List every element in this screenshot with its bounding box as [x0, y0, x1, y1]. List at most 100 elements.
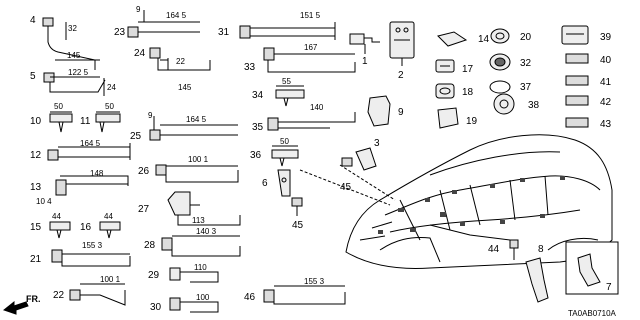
part-39-relay-box: [561, 25, 589, 45]
front-direction-arrow: [2, 300, 29, 315]
part-20-grommet: [490, 28, 510, 44]
callout-38: 38: [528, 100, 540, 111]
harness-connectors: [378, 176, 565, 234]
callout-41: 41: [600, 77, 612, 88]
dim-50b: 50: [105, 102, 114, 111]
part-7-inset-box: [565, 241, 619, 295]
part-46-bracket: [263, 285, 346, 305]
part-13-bracket: [55, 175, 129, 196]
part-16-clip: [99, 221, 121, 239]
part-45-bolt-upper: [341, 157, 353, 167]
dim-100-1b: 100 1: [188, 155, 209, 164]
part-18-grommet: [435, 83, 455, 99]
dim-155-3b: 155 3: [304, 277, 325, 286]
callout-24: 24: [134, 48, 146, 59]
dim-100-1a: 100 1: [100, 275, 121, 284]
callout-43: 43: [600, 119, 612, 130]
dim-50a: 50: [54, 102, 63, 111]
callout-26: 26: [138, 166, 150, 177]
callout-34: 34: [252, 90, 264, 101]
part-19-grommet: [437, 107, 459, 129]
dim-164-5c: 164 5: [186, 115, 207, 124]
callout-16: 16: [80, 222, 92, 233]
callout-7: 7: [606, 282, 612, 293]
callout-40: 40: [600, 55, 612, 66]
dim-50c: 50: [280, 137, 289, 146]
part-12-clip: [47, 143, 131, 161]
catalog-code: TA0AB0710A: [568, 309, 617, 318]
part-4-bracket: [42, 17, 100, 70]
callout-42: 42: [600, 97, 612, 108]
dim-32: 32: [68, 24, 77, 33]
callout-36: 36: [250, 150, 262, 161]
callout-6: 6: [262, 178, 268, 189]
dim-110: 110: [194, 263, 207, 272]
part-33-bracket: [263, 47, 356, 73]
part-36-clip: [271, 145, 299, 167]
dim-10-4: 10 4: [36, 197, 52, 206]
callout-46: 46: [244, 292, 256, 303]
part-29-clip: [169, 267, 219, 283]
callout-5: 5: [30, 71, 36, 82]
part-6-bracket: [277, 169, 291, 197]
part-35-clip: [267, 112, 356, 131]
wire-harness-routing: [299, 164, 601, 241]
part-9-bracket: [367, 95, 391, 127]
callout-30: 30: [150, 302, 162, 313]
dim-122-5: 122 5: [68, 68, 89, 77]
part-43-tape: [565, 117, 589, 128]
callout-19: 19: [466, 116, 478, 127]
callout-8: 8: [538, 244, 544, 255]
dim-164-5a: 164 5: [80, 139, 101, 148]
part-1-connector: [349, 33, 380, 54]
part-32-grommet: [489, 53, 511, 71]
callout-37: 37: [520, 82, 532, 93]
part-2-fuse-box: [389, 21, 415, 66]
dim-167: 167: [304, 43, 318, 52]
part-3-bracket: [355, 147, 377, 171]
part-5-bracket: [43, 72, 106, 96]
part-45-bolt-lower: [291, 197, 303, 216]
part-40-tape: [565, 53, 589, 64]
dim-55: 55: [282, 77, 291, 86]
dim-145a: 145: [67, 51, 81, 60]
part-8-bracket: [525, 257, 549, 303]
callout-18: 18: [462, 87, 474, 98]
callout-31: 31: [218, 27, 230, 38]
callout-32: 32: [520, 58, 532, 69]
callout-22: 22: [53, 290, 65, 301]
dim-151-5: 151 5: [300, 11, 321, 20]
callout-17: 17: [462, 64, 474, 75]
callout-12: 12: [30, 150, 42, 161]
part-23-clip: [127, 10, 200, 38]
callout-3: 3: [374, 138, 380, 149]
callout-10: 10: [30, 116, 42, 127]
part-38-grommet: [493, 93, 515, 115]
dim-100: 100: [196, 293, 210, 302]
dim-140: 140: [310, 103, 324, 112]
callout-1: 1: [362, 56, 368, 67]
callout-15: 15: [30, 222, 42, 233]
part-22-bracket: [69, 283, 126, 306]
callout-20: 20: [520, 32, 532, 43]
part-11-clip: [95, 111, 121, 133]
part-42-tape: [565, 95, 589, 106]
dim-155-3a: 155 3: [82, 241, 103, 250]
dim-145b: 145: [178, 83, 192, 92]
part-44-bolt: [509, 239, 519, 260]
part-31-clip: [239, 22, 336, 40]
dim-148: 148: [90, 169, 104, 178]
callout-25: 25: [130, 131, 142, 142]
part-28-bracket: [161, 235, 241, 257]
part-14-clip: [437, 31, 468, 47]
callout-21: 21: [30, 254, 42, 265]
callout-45-upper: 45: [340, 182, 352, 193]
callout-45-lower: 45: [292, 220, 304, 231]
callout-9: 9: [398, 107, 404, 118]
callout-29: 29: [148, 270, 160, 281]
callout-27: 27: [138, 204, 150, 215]
callout-23: 23: [114, 27, 126, 38]
dim-164-5b: 164 5: [166, 11, 187, 20]
part-27-bracket: [167, 191, 241, 226]
